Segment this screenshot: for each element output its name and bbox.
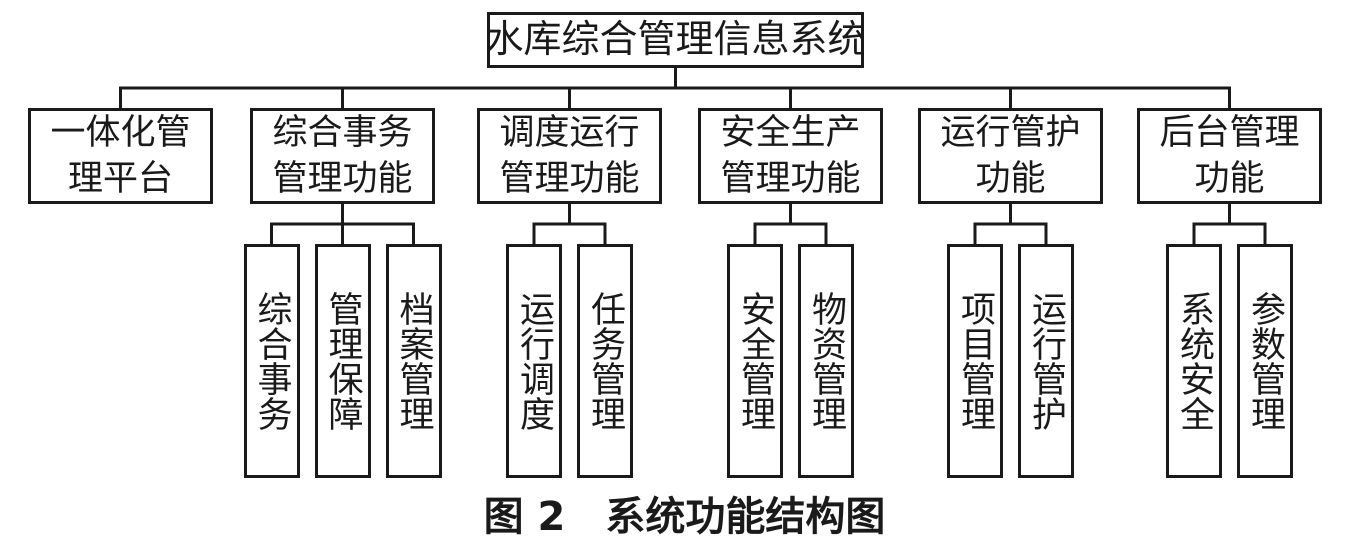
leaf-node: 管理保障 [314, 244, 371, 478]
leaf-node: 档案管理 [385, 244, 442, 478]
branch-node: 调度运行管理功能 [477, 108, 662, 204]
branch-node: 后台管理功能 [1137, 108, 1322, 204]
leaf-node: 项目管理 [947, 244, 1003, 478]
branch-node: 一体化管理平台 [28, 108, 213, 204]
leaf-node: 运行调度 [506, 244, 562, 478]
figure-caption: 图 2 系统功能结构图 [483, 494, 886, 540]
leaf-node: 综合事务 [243, 244, 300, 478]
leaf-node: 参数管理 [1237, 244, 1293, 478]
root-node: 水库综合管理信息系统 [486, 12, 866, 68]
leaf-node: 运行管护 [1018, 244, 1074, 478]
leaf-node: 安全管理 [727, 244, 783, 478]
branch-node: 安全生产管理功能 [698, 108, 883, 204]
branch-node: 运行管护功能 [918, 108, 1103, 204]
leaf-node: 系统安全 [1166, 244, 1222, 478]
leaf-node: 物资管理 [798, 244, 854, 478]
leaf-node: 任务管理 [577, 244, 633, 478]
branch-node: 综合事务管理功能 [250, 108, 435, 204]
